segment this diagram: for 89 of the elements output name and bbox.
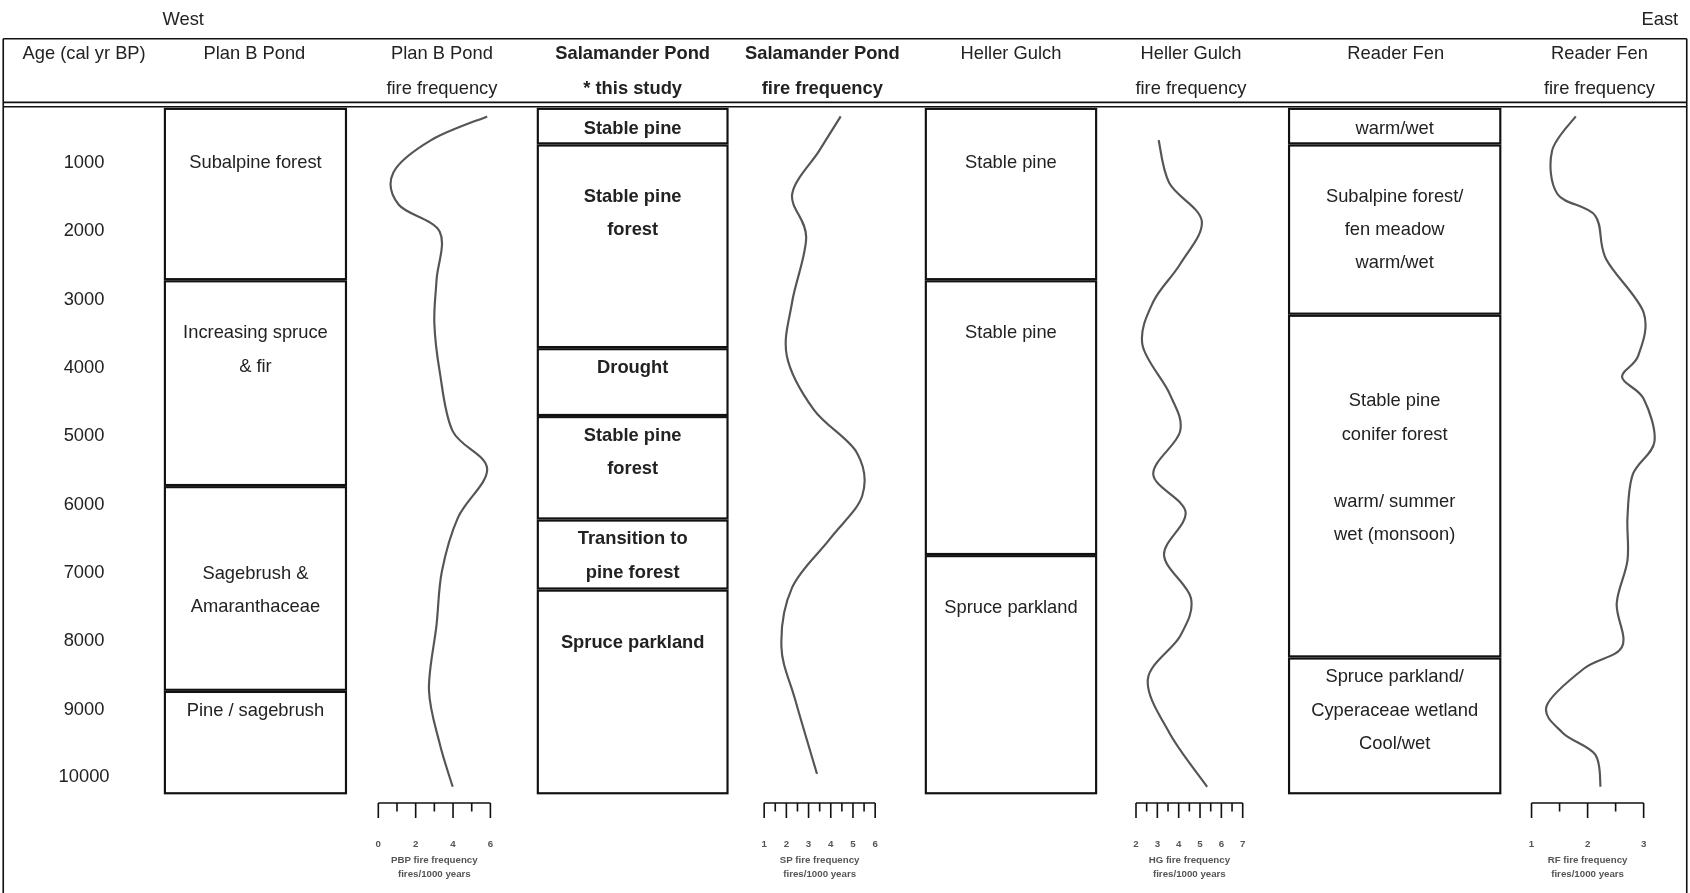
zone-label: Stable pine <box>965 320 1057 345</box>
age-label: 7000 <box>63 561 105 584</box>
zone-label: Stable pine <box>583 115 682 140</box>
age-label: 1000 <box>63 151 105 174</box>
zone-box <box>1287 144 1502 315</box>
zone-box <box>163 690 348 795</box>
zone-box <box>1287 314 1502 658</box>
tick-label: 3 <box>805 838 812 850</box>
zone-box <box>163 107 348 281</box>
age-label: 4000 <box>63 356 105 379</box>
tick-label: 6 <box>872 838 878 850</box>
zone-label: Drought <box>597 355 669 380</box>
zone-label: Transition to pine forest <box>576 527 689 584</box>
age-label: 10000 <box>58 766 110 788</box>
column-header: fire frequency <box>1543 77 1655 100</box>
age-label: 3000 <box>63 288 105 311</box>
tick-label: 2 <box>412 838 419 850</box>
tick-label: 6 <box>487 838 494 850</box>
column-header: fire frequency <box>1135 77 1247 100</box>
zone-label: Stable pine <box>965 150 1057 174</box>
zone-label: Stable pine forest <box>582 183 683 241</box>
axis-title: PBP fire frequency <box>391 854 478 866</box>
column-header: Age (cal yr BP) <box>22 43 146 65</box>
column-header: Plan B Pond <box>203 43 306 65</box>
tick-label: 2 <box>1584 838 1591 850</box>
zone-label: Pine / sagebrush <box>186 698 325 722</box>
column-header: Salamander Pond <box>555 43 711 65</box>
column-header: * this study <box>583 77 683 100</box>
zone-box <box>536 589 729 795</box>
tick-label: 5 <box>850 838 856 850</box>
zone-label: Stable pine forest <box>582 423 683 481</box>
tick-label: 1 <box>1528 838 1535 850</box>
tick-label: 5 <box>1197 838 1203 850</box>
age-label: 6000 <box>63 493 105 515</box>
tick-label: 7 <box>1240 838 1246 850</box>
zone-box <box>536 107 729 145</box>
direction-label: West <box>162 8 204 31</box>
zone-box <box>536 348 729 417</box>
axis-title: fires/1000 years <box>1152 868 1226 880</box>
zone-box <box>163 280 348 487</box>
zone-box <box>924 555 1098 795</box>
zone-label: warm/wet <box>1355 115 1434 140</box>
column-header: Heller Gulch <box>1140 43 1242 65</box>
axis-title: SP fire frequency <box>779 854 860 866</box>
tick-label: 4 <box>450 838 456 850</box>
column-header: fire frequency <box>761 77 883 100</box>
zone-box <box>1287 107 1502 145</box>
zone-box <box>924 280 1098 556</box>
axis-title: fires/1000 years <box>1551 868 1624 880</box>
direction-label: East <box>1641 8 1679 31</box>
tick-label: 2 <box>1133 838 1139 850</box>
zone-label: warm/ summer wet (monsoon) <box>1333 488 1457 546</box>
zone-box <box>163 486 348 691</box>
age-label: 2000 <box>63 220 105 242</box>
column-header: Heller Gulch <box>960 43 1062 65</box>
tick-label: 6 <box>1218 838 1225 850</box>
zone-label: Spruce parkland <box>944 595 1078 620</box>
zone-box <box>924 107 1098 281</box>
zone-box <box>536 519 729 590</box>
zone-box <box>536 416 729 520</box>
tick-label: 3 <box>1154 838 1161 850</box>
axis-title: fires/1000 years <box>783 868 857 880</box>
age-label: 8000 <box>63 629 105 652</box>
axis-title: fires/1000 years <box>397 868 471 880</box>
zone-label: Spruce parkland <box>560 630 705 654</box>
tick-label: 3 <box>1640 838 1647 850</box>
zone-label: Spruce parkland/ Cyperaceae wetland <box>1310 665 1480 722</box>
zone-label: Subalpine forest <box>189 150 322 174</box>
axis-title: RF fire frequency <box>1547 854 1628 866</box>
tick-label: 2 <box>783 838 790 850</box>
column-header: Plan B Pond <box>390 43 493 65</box>
tick-label: 0 <box>375 838 381 850</box>
column-header: Reader Fen <box>1551 43 1648 65</box>
zone-label: Increasing spruce & fir <box>182 320 329 378</box>
tick-label: 4 <box>1175 838 1182 850</box>
column-header: Salamander Pond <box>744 43 900 65</box>
tick-label: 4 <box>828 838 834 850</box>
zone-label: Cool/wet <box>1359 731 1431 756</box>
zone-label: Sagebrush & Amaranthaceae <box>189 561 322 618</box>
zone-box <box>1287 657 1502 795</box>
age-label: 9000 <box>63 698 105 720</box>
column-header: fire frequency <box>386 77 498 100</box>
zone-label: warm/wet <box>1355 250 1434 275</box>
zone-box <box>536 144 729 349</box>
zone-label: Stable pine conifer forest <box>1340 388 1449 446</box>
tick-label: 1 <box>761 838 767 850</box>
column-header: Reader Fen <box>1347 43 1445 65</box>
axis-title: HG fire frequency <box>1148 854 1231 866</box>
age-label: 5000 <box>63 425 105 447</box>
